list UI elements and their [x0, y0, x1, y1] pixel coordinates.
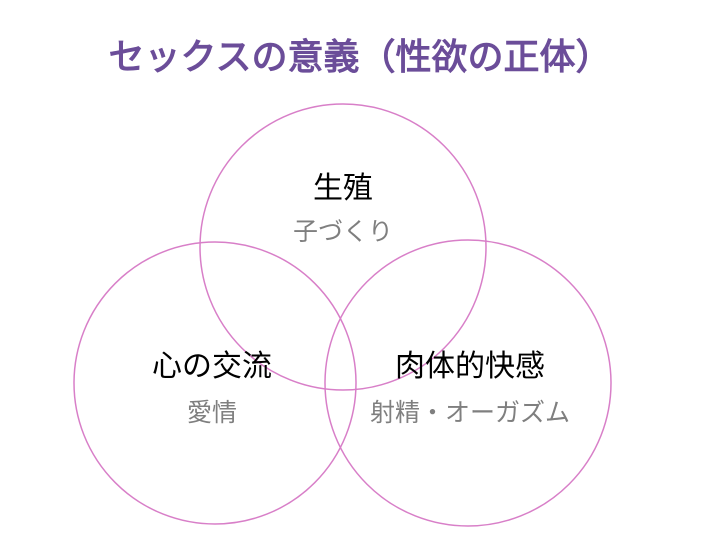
circle-reproduction: [199, 103, 487, 391]
circle-physical-pleasure: [324, 239, 612, 527]
sublabel-reproduction: 子づくり: [292, 217, 393, 246]
sublabel-physical-pleasure: 射精・オーガズム: [369, 398, 570, 427]
label-emotional-connection: 心の交流: [152, 349, 272, 384]
circle-emotional-connection: [73, 241, 357, 525]
page-title: セックスの意義（性欲の正体）: [108, 37, 612, 78]
label-reproduction: 生殖: [313, 171, 373, 206]
label-physical-pleasure: 肉体的快感: [395, 349, 545, 384]
sublabel-emotional-connection: 愛情: [186, 398, 237, 427]
